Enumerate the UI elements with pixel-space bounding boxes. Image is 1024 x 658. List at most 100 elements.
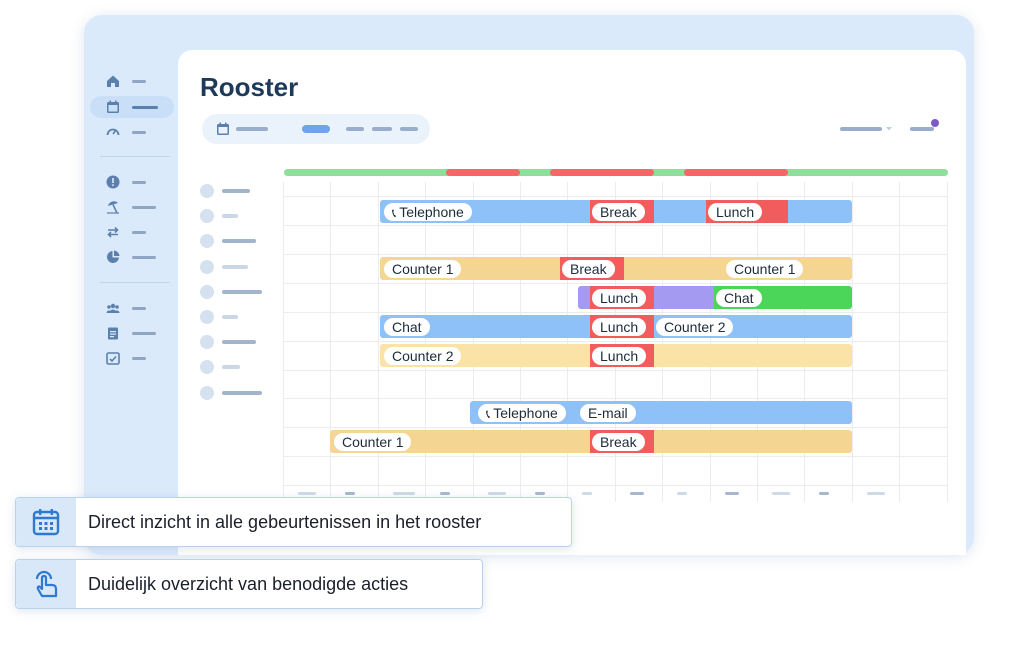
grid-line [567, 182, 569, 502]
phone-icon: 📞︎ [392, 205, 397, 220]
grid-line [614, 182, 616, 502]
feature-callout: Direct inzicht in alle gebeurtenissen in… [15, 497, 572, 547]
date-range-pill[interactable] [236, 127, 268, 131]
shift-bar[interactable]: 📞︎Telephone E-mail [470, 401, 852, 424]
employee-name-placeholder [222, 289, 262, 294]
sidebar-item-calendar[interactable] [90, 96, 174, 118]
activity-chip[interactable]: E-mail [580, 403, 636, 422]
shift-bar[interactable]: Lunch Chat [578, 286, 852, 309]
grid-line [757, 182, 758, 502]
avatar [200, 385, 214, 400]
page-title: Rooster [200, 72, 299, 102]
sidebar-item-documents[interactable] [90, 322, 174, 344]
time-tick [440, 492, 451, 495]
grid-line [662, 182, 664, 502]
shift-bar[interactable]: 📞︎Telephone Break Lunch [380, 200, 852, 223]
employee-name-placeholder [222, 214, 238, 219]
avatar [200, 234, 214, 249]
shift-bar[interactable]: Counter 1 Break Counter 1 [380, 257, 852, 280]
grid-line [425, 182, 427, 502]
user-menu[interactable] [910, 127, 934, 131]
tap-hand-icon [35, 570, 58, 598]
time-tick [487, 492, 506, 495]
grid-line [804, 182, 806, 502]
grid-line [472, 182, 474, 502]
chevron-down-icon[interactable] [885, 126, 893, 132]
employee-name-placeholder [222, 365, 240, 370]
employee-name-placeholder [222, 340, 256, 345]
calendar-icon[interactable] [216, 122, 230, 136]
avatar [200, 284, 214, 299]
grid-line [709, 182, 711, 502]
time-tick [582, 492, 593, 495]
activity-chip[interactable]: Break [592, 432, 645, 451]
activity-chip[interactable]: Lunch [592, 346, 647, 365]
sidebar-item-swap[interactable] [90, 221, 174, 243]
activity-chip[interactable]: Lunch [592, 288, 647, 307]
time-tick [629, 492, 644, 495]
sidebar-item-vacation[interactable] [90, 196, 174, 218]
feature-text: Duidelijk overzicht van benodigde acties [88, 574, 409, 594]
avatar [200, 259, 214, 274]
users-icon [106, 303, 120, 313]
grid-line [330, 182, 332, 502]
time-tick [772, 492, 790, 495]
activity-chip[interactable]: Chat [384, 317, 430, 336]
status-segment-understaffed [446, 169, 520, 176]
view-option[interactable] [400, 127, 418, 131]
shift-bar[interactable]: Counter 2 Lunch [380, 344, 852, 367]
activity-chip[interactable]: Break [592, 202, 645, 221]
employee-name-placeholder [222, 390, 262, 395]
home-icon [107, 75, 119, 87]
view-option-selected[interactable] [302, 125, 330, 133]
swap-icon [107, 226, 119, 238]
activity-chip[interactable]: Lunch [592, 317, 647, 336]
time-tick [345, 492, 356, 495]
filter-dropdown[interactable] [840, 127, 882, 131]
employee-name-placeholder [222, 264, 248, 269]
sidebar [90, 60, 176, 500]
status-segment-understaffed [684, 169, 788, 176]
view-option[interactable] [372, 127, 392, 131]
grid-line [851, 182, 853, 502]
sidebar-item-dashboard[interactable] [90, 121, 174, 143]
shift-bar[interactable]: Chat Lunch Counter 2 [380, 315, 852, 338]
time-tick [819, 492, 830, 495]
avatar [200, 335, 214, 350]
sidebar-item-team[interactable] [90, 297, 174, 319]
calendar-icon [107, 100, 119, 113]
activity-chip[interactable]: Counter 1 [384, 259, 462, 278]
employee-name-placeholder [222, 189, 250, 193]
time-tick [677, 492, 688, 495]
sidebar-item-reports[interactable] [90, 246, 174, 268]
sidebar-item-tasks[interactable] [90, 347, 174, 369]
activity-chip[interactable]: Chat [716, 288, 762, 307]
pie-chart-icon [107, 250, 120, 263]
grid-line [377, 182, 379, 502]
time-tick [298, 492, 316, 495]
activity-chip[interactable]: Counter 2 [656, 317, 734, 336]
activity-chip[interactable]: Counter 2 [384, 346, 462, 365]
view-option[interactable] [346, 127, 364, 131]
sidebar-item-home[interactable] [90, 70, 174, 92]
grid-line [283, 182, 284, 502]
activity-chip[interactable]: 📞︎Telephone [384, 202, 472, 221]
grid-line [520, 182, 521, 502]
activity-chip[interactable]: Counter 1 [334, 432, 412, 451]
calendar-check-icon [106, 352, 120, 365]
activity-chip[interactable]: Lunch [708, 202, 763, 221]
employee-name-placeholder [222, 315, 238, 319]
alert-icon [106, 175, 120, 189]
status-segment-understaffed [550, 169, 654, 176]
activity-chip[interactable]: Counter 1 [726, 259, 804, 278]
phone-icon: 📞︎ [486, 406, 491, 421]
shift-bar[interactable]: Counter 1 Break [330, 430, 852, 453]
activity-chip[interactable]: 📞︎Telephone [478, 403, 566, 422]
sidebar-item-alerts[interactable] [90, 171, 174, 193]
feature-callout: Duidelijk overzicht van benodigde acties [15, 559, 483, 609]
time-tick [535, 492, 545, 495]
calendar-icon [32, 509, 60, 536]
avatar [200, 184, 214, 198]
employee-name-placeholder [222, 239, 256, 244]
activity-chip[interactable]: Break [562, 259, 615, 278]
